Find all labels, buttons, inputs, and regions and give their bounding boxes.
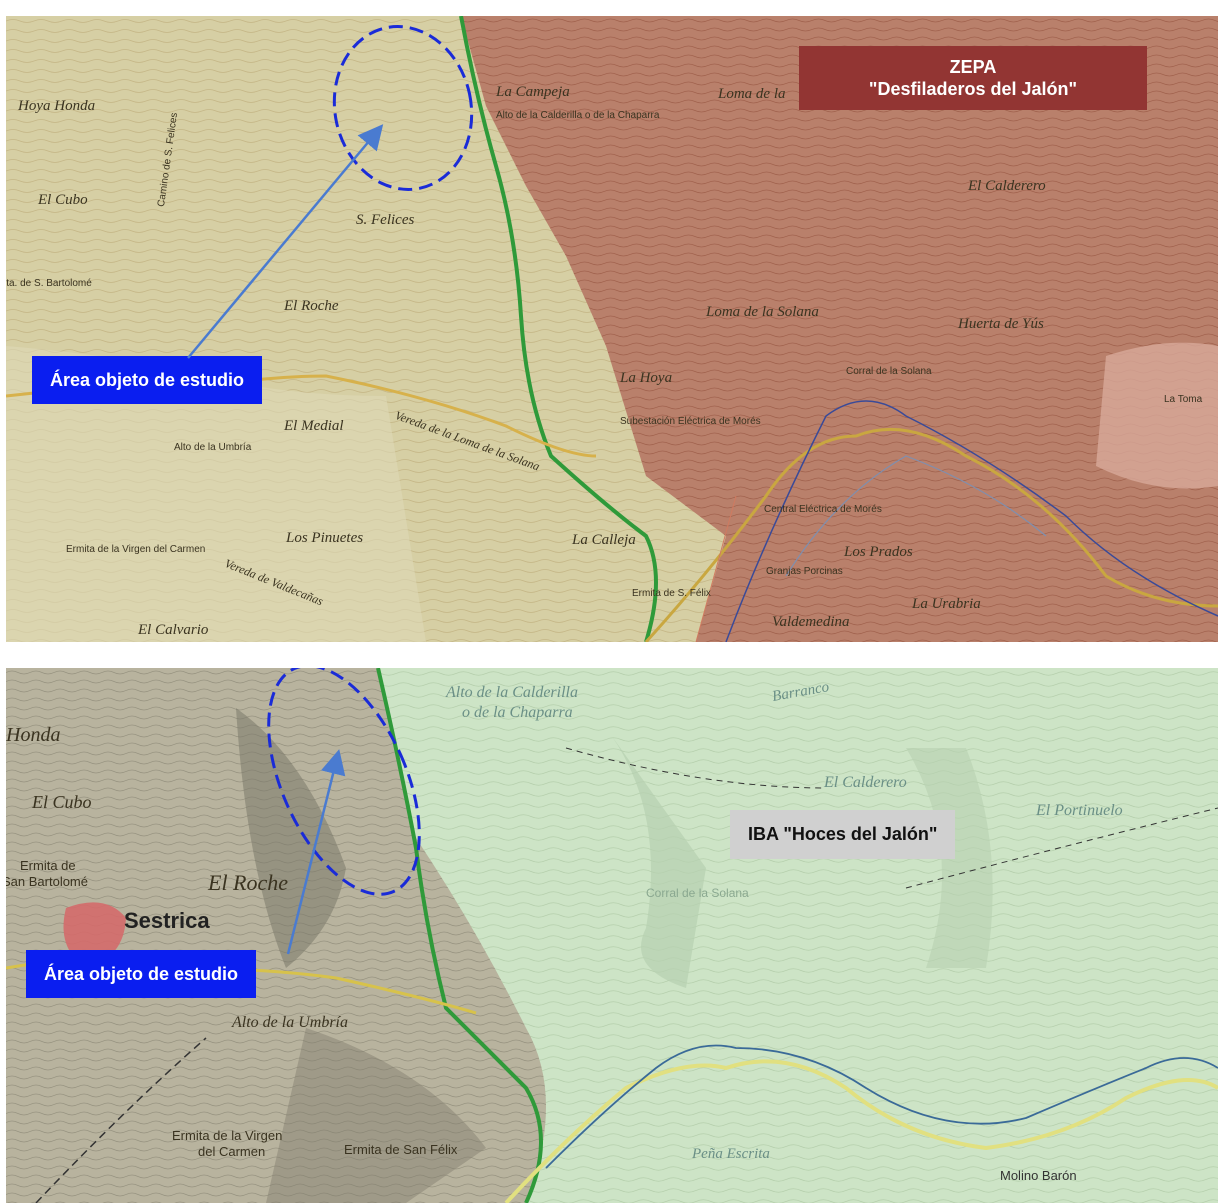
label-alto-calderilla-1: Alto de la Calderilla <box>446 684 578 701</box>
label-ermita-de: Ermita de <box>20 858 76 873</box>
zepa-zone-label: ZEPA "Desfiladeros del Jalón" <box>799 46 1147 110</box>
study-area-label: Área objeto de estudio <box>26 950 257 998</box>
label-granjas: Granjas Porcinas <box>766 566 843 577</box>
label-la-campeja: La Campeja <box>496 84 570 100</box>
label-alto-calderilla-2: o de la Chaparra <box>462 704 573 721</box>
label-la-toma: La Toma <box>1164 394 1203 405</box>
label-valdemedina: Valdemedina <box>772 614 850 630</box>
topographic-base <box>6 16 1218 642</box>
label-molino-baron: Molino Barón <box>1000 1168 1077 1183</box>
topographic-base <box>6 668 1218 1203</box>
label-huerta-yus: Huerta de Yús <box>958 316 1044 332</box>
label-sestrica: Sestrica <box>124 908 210 933</box>
label-ermita-felix: Ermita de S. Félix <box>632 588 711 599</box>
label-el-cubo: El Cubo <box>38 192 88 208</box>
zepa-label-line2: "Desfiladeros del Jalón" <box>868 79 1078 99</box>
label-alto-umbria: Alto de la Umbría <box>174 442 252 453</box>
label-pena-escrita: Peña Escrita <box>692 1146 770 1162</box>
zepa-map-panel: Hoya Honda El Cubo Camino de S. Felices … <box>6 16 1218 642</box>
label-el-roche: El Roche <box>284 298 339 314</box>
label-loma: Loma de la <box>718 86 786 102</box>
label-la-calleja: La Calleja <box>572 532 636 548</box>
iba-zone-label: IBA "Hoces del Jalón" <box>730 810 956 859</box>
label-el-calvario: El Calvario <box>138 622 209 638</box>
label-la-urabria: La Urabria <box>912 596 981 612</box>
label-subestacion: Subestación Eléctrica de Morés <box>620 416 761 427</box>
label-corral: Corral de la Solana <box>846 366 932 377</box>
label-central: Central Eléctrica de Morés <box>764 504 882 515</box>
label-corral-solana: Corral de la Solana <box>646 886 749 900</box>
label-alto-umbria: Alto de la Umbría <box>232 1014 348 1031</box>
label-los-pinuetes: Los Pinuetes <box>286 530 364 546</box>
label-ermita-virgen: Ermita de la Virgen <box>172 1128 283 1143</box>
label-los-prados: Los Prados <box>844 544 913 560</box>
label-el-calderero: El Calderero <box>824 774 907 791</box>
label-el-calderero: El Calderero <box>968 178 1046 194</box>
label-el-cubo: El Cubo <box>32 792 92 812</box>
zepa-label-line1: ZEPA <box>949 57 997 77</box>
label-la-hoya: La Hoya <box>620 370 673 386</box>
label-ermita-bartolome: ita. de S. Bartolomé <box>6 278 92 289</box>
label-del-carmen: del Carmen <box>198 1144 266 1159</box>
label-alto-calderilla: Alto de la Calderilla o de la Chaparra <box>496 110 660 121</box>
label-ermita-felix: Ermita de San Félix <box>344 1142 458 1157</box>
label-s-felices: S. Felices <box>356 212 415 228</box>
iba-map-panel: Honda El Cubo Ermita de San Bartolomé El… <box>6 668 1218 1203</box>
label-san-bartolome: San Bartolomé <box>6 874 88 889</box>
label-el-roche: El Roche <box>208 870 289 895</box>
label-loma-solana: Loma de la Solana <box>706 304 819 320</box>
label-el-medial: El Medial <box>284 418 344 434</box>
label-hoya-honda: Hoya Honda <box>18 98 96 114</box>
study-area-label: Área objeto de estudio <box>32 356 263 404</box>
label-ermita-virgen: Ermita de la Virgen del Carmen <box>66 544 206 555</box>
label-honda: Honda <box>6 724 61 746</box>
label-el-portinuelo: El Portinuelo <box>1036 802 1123 819</box>
